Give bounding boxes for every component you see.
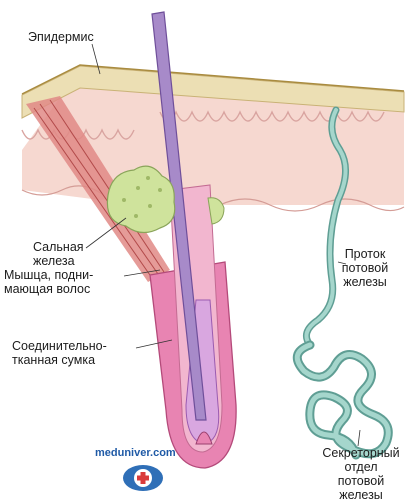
label-line: тканная сумка xyxy=(12,353,107,367)
label-line: потовой xyxy=(326,261,404,275)
label-line: Проток xyxy=(326,247,404,261)
label-line: мающая волос xyxy=(4,282,93,296)
label-line: железа xyxy=(33,254,84,268)
label-connective-sheath: Соединительно- тканная сумка xyxy=(12,339,107,367)
label-arrector-muscle: Мышца, подни- мающая волос xyxy=(4,268,93,296)
watermark-logo-icon xyxy=(121,463,165,493)
label-line: Соединительно- xyxy=(12,339,107,353)
label-line: Сальная xyxy=(33,240,84,254)
label-line: отдел xyxy=(318,460,404,474)
label-line: Мышца, подни- xyxy=(4,268,93,282)
label-line: потовой xyxy=(318,474,404,488)
label-line: Секреторный xyxy=(318,446,404,460)
label-line: железы xyxy=(326,275,404,289)
label-sweat-duct: Проток потовой железы xyxy=(326,247,404,289)
label-line: железы xyxy=(318,488,404,502)
label-sweat-secretory: Секреторный отдел потовой железы xyxy=(318,446,404,502)
label-sebaceous-gland: Сальная железа xyxy=(33,240,84,268)
label-epidermis: Эпидермис xyxy=(28,30,94,44)
watermark-text: meduniver.com xyxy=(95,447,176,459)
leader-secretory xyxy=(358,430,360,446)
